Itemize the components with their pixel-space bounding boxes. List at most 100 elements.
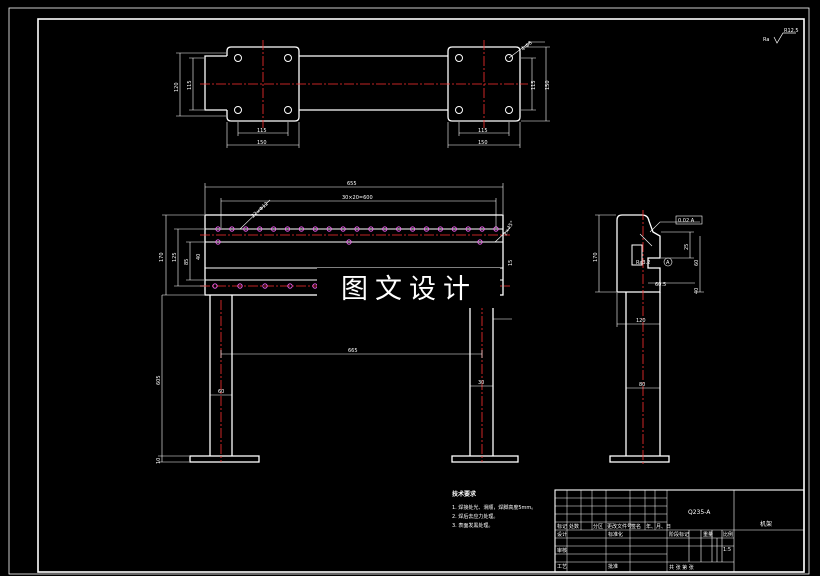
beam-hole-icon bbox=[477, 239, 483, 245]
roughness-note: Ra bbox=[763, 37, 769, 43]
dim-line bbox=[661, 231, 694, 259]
leader-line bbox=[508, 41, 545, 59]
watermark-text: 图文设计 bbox=[341, 274, 477, 305]
outer-border bbox=[8, 7, 810, 575]
tech-requirements: 技术要求 1. 焊接处光、滑顺，焊脚高度5mm。 2. 焊后去应力处理。 3. … bbox=[452, 490, 536, 529]
dim-label: A bbox=[666, 260, 670, 266]
dim-line bbox=[447, 122, 521, 148]
bolt-hole-icon bbox=[234, 54, 242, 62]
dim-label: 115 bbox=[187, 80, 193, 90]
title-block-label: 重量 bbox=[703, 531, 713, 538]
dim-line bbox=[158, 295, 189, 457]
dim-line bbox=[696, 236, 704, 293]
beam-hole-icon bbox=[354, 226, 360, 232]
beam-hole-icon bbox=[340, 226, 346, 232]
beam-hole-icon bbox=[423, 226, 430, 232]
dim-label: 40 bbox=[694, 288, 700, 294]
title-block-frame bbox=[554, 489, 805, 573]
dim-line bbox=[158, 456, 189, 463]
beam-hole-icon bbox=[287, 283, 293, 289]
dim-line bbox=[220, 198, 497, 228]
material-label: Q235-A bbox=[688, 509, 711, 516]
tech-requirement-item: 2. 焊后去应力处理。 bbox=[452, 513, 498, 520]
dim-label: 15 bbox=[508, 260, 514, 266]
title-block-label: 标记 bbox=[557, 523, 567, 530]
dim-label: 150 bbox=[478, 140, 488, 146]
beam-hole-icon bbox=[270, 226, 277, 232]
side-profile bbox=[616, 214, 661, 293]
dim-label: 22×Φ12 bbox=[250, 201, 270, 219]
title-block-label: 工艺 bbox=[557, 564, 567, 570]
dim-label: 60.5 bbox=[655, 282, 666, 288]
dim-label: 30 bbox=[478, 380, 484, 386]
title-block-label: 签名 bbox=[631, 523, 641, 530]
bolt-hole-icon bbox=[284, 54, 292, 62]
tech-requirement-item: 1. 焊接处光、滑顺，焊脚高度5mm。 bbox=[452, 504, 536, 511]
leader-line bbox=[239, 199, 271, 230]
top-left-stub bbox=[204, 55, 227, 111]
tech-requirements-title: 技术要求 bbox=[452, 490, 477, 498]
title-block-label: 批准 bbox=[608, 563, 618, 570]
title-block-rows bbox=[555, 497, 667, 563]
tolerance-frame bbox=[675, 215, 703, 225]
beam-hole-icon bbox=[396, 226, 402, 232]
dim-label: 0.02 A bbox=[678, 218, 695, 224]
dim-line bbox=[521, 46, 550, 122]
side-slot bbox=[631, 244, 643, 266]
dim-label: 30×20=600 bbox=[342, 195, 373, 201]
dim-line bbox=[174, 228, 204, 287]
beam-hole-icon bbox=[409, 226, 416, 232]
dim-label: 115 bbox=[478, 128, 488, 134]
dim-label: 85 bbox=[184, 259, 190, 265]
beam-hole-icon bbox=[312, 226, 318, 232]
bolt-hole-icon bbox=[455, 54, 463, 62]
dim-label: 10 bbox=[156, 458, 162, 464]
dim-line bbox=[204, 183, 504, 214]
side-base bbox=[609, 455, 670, 463]
front-base-left bbox=[189, 455, 260, 463]
dim-label: 25 bbox=[684, 244, 690, 250]
beam-hole-icon bbox=[243, 226, 249, 232]
top-tube bbox=[299, 55, 448, 111]
bolt-hole-icon bbox=[505, 106, 513, 114]
beam-hole-icon bbox=[451, 226, 457, 232]
dim-label: 40 bbox=[196, 254, 202, 260]
beam-hole-icon bbox=[257, 226, 263, 232]
beam-hole-icon bbox=[237, 283, 243, 289]
front-base-right bbox=[451, 455, 519, 463]
dim-label: 60 bbox=[694, 260, 700, 266]
beam-hole-icon bbox=[382, 226, 388, 232]
watermark-backdrop bbox=[317, 268, 500, 308]
top-centerlines bbox=[200, 40, 528, 128]
dim-line bbox=[237, 122, 289, 136]
leader-line bbox=[639, 233, 653, 247]
title-block-label: 年、月、日 bbox=[646, 523, 671, 530]
dim-line bbox=[226, 122, 300, 148]
dim-label: 115 bbox=[531, 80, 537, 90]
dim-label: 170 bbox=[593, 252, 599, 262]
title-block-label: 处数 bbox=[569, 523, 579, 530]
roughness-value: R12.5 bbox=[784, 28, 799, 34]
dim-label: 125 bbox=[172, 252, 178, 262]
title-block-label: 设计 bbox=[557, 531, 567, 538]
dim-label: 120 bbox=[636, 318, 646, 324]
dim-line bbox=[186, 241, 204, 281]
bolt-hole-icon bbox=[455, 106, 463, 114]
beam-hole-icon bbox=[326, 226, 332, 232]
beam-hole-icon bbox=[368, 226, 374, 232]
beam-hole-icon bbox=[437, 226, 443, 232]
dim-line bbox=[521, 57, 536, 111]
title-block-cells bbox=[667, 490, 804, 572]
beam-hole-icon bbox=[229, 226, 235, 232]
roughness-symbol: Ra R12.5 bbox=[763, 28, 799, 44]
sheet-info: 共 张 第 张 bbox=[669, 564, 694, 571]
title-block-label: 标准化 bbox=[608, 531, 623, 538]
watermark: 图文设计 bbox=[317, 268, 500, 308]
bolt-hole-icon bbox=[284, 106, 292, 114]
dim-label: 605 bbox=[156, 375, 162, 385]
title-block-cols bbox=[566, 490, 668, 572]
beam-hole-icon bbox=[298, 226, 304, 232]
beam-hole-icon bbox=[346, 239, 352, 245]
beam-hole-icon bbox=[284, 226, 291, 232]
